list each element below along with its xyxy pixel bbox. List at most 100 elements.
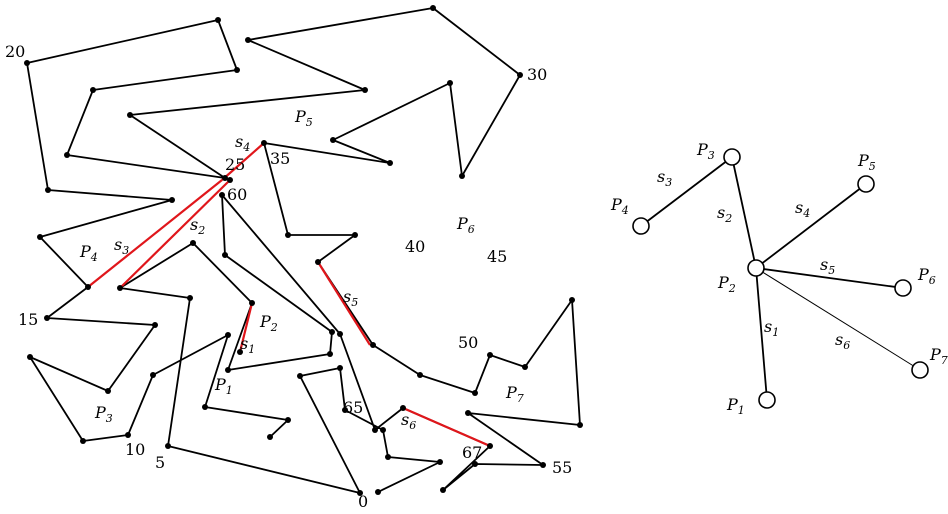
tree-node-P6 (894, 279, 912, 297)
segment-label-s5: s5 (343, 287, 358, 309)
tree-edge-label-s6: s6 (835, 330, 850, 352)
tree-edge-s4 (755, 183, 867, 269)
tree-node-label-P1: P1 (726, 395, 745, 417)
vertex-dot (337, 331, 343, 337)
vertex-dot (125, 432, 131, 438)
tree-edge-s1 (755, 267, 768, 401)
segment-label-s6: s6 (401, 410, 416, 432)
vertex-dot (85, 284, 91, 290)
vertex-dot (315, 259, 321, 265)
vertex-dot (267, 434, 273, 440)
vertex-dot (24, 60, 30, 66)
vertex-dot (165, 443, 171, 449)
vertex-dot (169, 197, 175, 203)
tree-node-P2 (747, 259, 765, 277)
vertex-dot (569, 297, 575, 303)
vertex-dot (37, 234, 43, 240)
tree-node-label-P5: P5 (857, 151, 876, 173)
tree-edge-label-s4: s4 (795, 198, 810, 220)
tree-edge-s5 (755, 267, 904, 289)
tree-edge-label-s2: s2 (717, 203, 732, 225)
segment-label-s1: s1 (240, 334, 255, 356)
vertex-dot (372, 427, 378, 433)
region-label-P5: P5 (294, 107, 313, 129)
vertex-label-10: 10 (125, 440, 145, 459)
vertex-dot (44, 315, 50, 321)
vertex-dot (225, 367, 231, 373)
vertex-dot (387, 160, 393, 166)
vertex-dot (249, 300, 255, 306)
vertex-dot (234, 67, 240, 73)
tree-edge-label-s3: s3 (657, 167, 672, 189)
tree-node-P7 (911, 361, 929, 379)
vertex-label-25: 25 (225, 155, 245, 174)
vertex-dot (190, 240, 196, 246)
vertex-dot (352, 232, 358, 238)
vertex-dot (440, 487, 446, 493)
region-label-P3: P3 (94, 403, 113, 425)
vertex-dot (330, 137, 336, 143)
tree-node-label-P7: P7 (929, 345, 948, 367)
vertex-dot (362, 87, 368, 93)
cut-segment-5 (317, 261, 371, 346)
cut-segment-3 (87, 179, 223, 288)
vertex-dot (577, 422, 583, 428)
vertex-dot (261, 140, 267, 146)
vertex-dot (219, 192, 225, 198)
vertex-dot (27, 354, 33, 360)
vertex-label-15: 15 (18, 310, 38, 329)
vertex-dot (417, 372, 423, 378)
tree-node-P5 (857, 175, 875, 193)
cut-segments (87, 142, 491, 448)
vertex-dot (472, 390, 478, 396)
vertex-dot (437, 459, 443, 465)
vertex-label-67: 67 (462, 443, 482, 462)
tree-edge-label-s5: s5 (820, 255, 835, 277)
vertex-dot (327, 351, 333, 357)
vertex-dot (465, 410, 471, 416)
vertex-label-55: 55 (552, 458, 572, 477)
vertex-label-5: 5 (155, 453, 165, 472)
vertex-dot (64, 152, 70, 158)
tree-edge-s6 (755, 267, 921, 371)
cut-segment-6 (402, 406, 491, 448)
vertex-dot (430, 5, 436, 11)
vertex-dot (357, 490, 363, 496)
vertex-dot (540, 462, 546, 468)
vertex-dot (487, 443, 493, 449)
vertex-label-35: 35 (270, 149, 290, 168)
segment-label-s3: s3 (114, 235, 129, 257)
vertex-dot (380, 427, 386, 433)
tree-node-P3 (723, 148, 741, 166)
vertex-dot (400, 405, 406, 411)
vertex-dot (245, 37, 251, 43)
vertex-dot (237, 349, 243, 355)
vertex-dot (370, 342, 376, 348)
vertex-dot (517, 72, 523, 78)
segment-label-s4: s4 (235, 132, 250, 154)
vertex-dot (127, 112, 133, 118)
vertex-label-45: 45 (487, 247, 507, 266)
vertex-dot (152, 322, 158, 328)
tree-node-P1 (758, 391, 776, 409)
vertex-dot (285, 417, 291, 423)
vertex-dot (225, 332, 231, 338)
tree-edge-s2 (731, 156, 757, 269)
vertex-dot (487, 352, 493, 358)
vertex-label-65: 65 (343, 398, 363, 417)
vertex-dot (522, 364, 528, 370)
vertex-dot (45, 187, 51, 193)
vertex-dot (375, 489, 381, 495)
vertex-dot (117, 285, 123, 291)
vertex-label-0: 0 (358, 492, 368, 511)
vertex-dot (285, 232, 291, 238)
region-label-P7: P7 (505, 383, 524, 405)
vertex-dot (187, 295, 193, 301)
vertex-dot (297, 373, 303, 379)
tree-node-label-P3: P3 (696, 140, 715, 162)
vertex-label-20: 20 (5, 42, 25, 61)
vertex-dot (215, 17, 221, 23)
vertex-dot (222, 175, 228, 181)
vertex-dot (227, 177, 233, 183)
